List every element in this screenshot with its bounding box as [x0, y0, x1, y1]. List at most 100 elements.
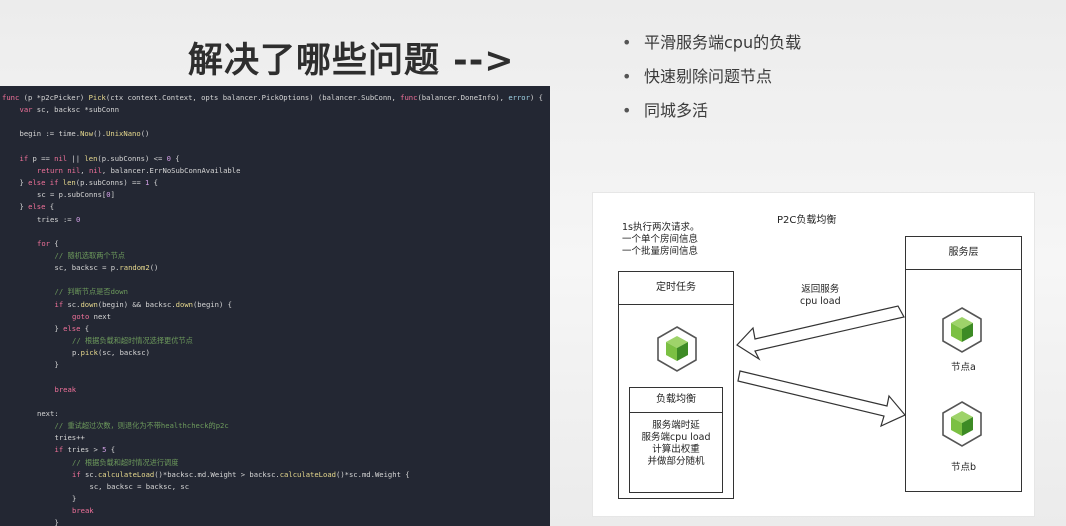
- code-token: Now: [80, 129, 94, 139]
- code-token: (ctx context.Context, opts balancer.Pick…: [105, 93, 401, 102]
- code-token: {: [149, 178, 158, 188]
- code-token: begin := time.: [19, 129, 81, 139]
- code-token: nil: [67, 165, 81, 175]
- code-line: if tries > 5 {: [55, 445, 116, 454]
- code-token: 0: [166, 153, 171, 163]
- code-token: else: [28, 202, 46, 212]
- code-token: sc = p.subConns[: [37, 190, 107, 200]
- code-token: (begin) {: [192, 299, 232, 309]
- code-token: tries :=: [37, 214, 76, 224]
- load-balance-box: 负载均衡 服务端时延 服务端cpu load 计算出权重 并做部分随机: [629, 387, 723, 493]
- p2c-diagram: P2C负载均衡 1s执行两次请求。 一个单个房间信息 一个批量房间信息 定时任务…: [592, 192, 1035, 517]
- code-line: tries++: [55, 433, 85, 442]
- code-token: func: [400, 93, 418, 102]
- code-token: {: [45, 202, 55, 212]
- code-token: break: [72, 506, 94, 516]
- lb-detail-line: 服务端cpu load: [641, 432, 711, 443]
- code-line: sc = p.subConns[0]: [37, 190, 115, 199]
- bullet-dot: •: [622, 101, 632, 120]
- code-token: ) {: [529, 93, 543, 102]
- code-token: // 根据负载和超时情况选择更优节点: [72, 336, 193, 345]
- code-token: 5: [102, 445, 107, 455]
- bullet-text: 平滑服务端cpu的负载: [644, 33, 802, 52]
- load-balance-label: 负载均衡: [630, 388, 722, 413]
- lb-detail-line: 并做部分随机: [647, 456, 705, 467]
- diagram-title: P2C负载均衡: [777, 215, 837, 226]
- code-line: // 根据负载和超时情况进行调度: [72, 458, 178, 467]
- request-note-line: 一个批量房间信息: [622, 246, 699, 257]
- cube-icon: [657, 326, 697, 372]
- code-token: sc.: [63, 299, 81, 309]
- code-line: goto next: [72, 312, 111, 321]
- code-line: begin := time.Now().UnixNano(): [20, 129, 150, 138]
- arrows: [736, 305, 906, 428]
- code-token: len: [62, 178, 76, 188]
- code-line: // 判断节点是否down: [55, 287, 128, 296]
- code-line: // 随机选取两个节点: [55, 251, 125, 260]
- code-token: calculateLoad: [97, 469, 155, 479]
- timer-task-label: 定时任务: [619, 272, 733, 305]
- bullet-item: •同城多活: [622, 98, 801, 132]
- code-token: // 重试超过次数，则退化为不带healthcheck的p2c: [54, 421, 229, 431]
- code-token: Pick: [88, 93, 106, 102]
- code-token: p.: [72, 348, 81, 358]
- code-token: ()*backsc.md.Weight > backsc.: [154, 469, 280, 479]
- code-token: 1: [145, 178, 150, 188]
- code-token: 0: [106, 190, 111, 200]
- code-token: // 随机选取两个节点: [54, 250, 125, 260]
- return-cpu-label: 返回服务 cpu load: [800, 284, 841, 308]
- code-token: ()*sc.md.Weight {: [336, 469, 410, 479]
- code-token: next:: [37, 408, 59, 418]
- code-token: if: [54, 299, 64, 309]
- code-line: // 重试超过次数，则退化为不带healthcheck的p2c: [55, 421, 229, 430]
- code-token: }: [72, 493, 77, 503]
- code-token: }: [54, 518, 59, 526]
- code-token: else: [63, 323, 81, 333]
- lb-detail-line: 计算出权重: [652, 444, 700, 455]
- code-line: for {: [37, 239, 59, 248]
- bullet-text: 快速剔除问题节点: [644, 67, 773, 86]
- service-layer-box: 服务层 节点a 节点b: [905, 236, 1022, 492]
- code-token: len: [84, 153, 98, 163]
- code-token: {: [106, 445, 116, 455]
- code-token: nil: [54, 153, 68, 163]
- bullet-dot: •: [622, 33, 632, 52]
- code-token: }: [54, 360, 59, 370]
- code-line: }: [55, 360, 59, 369]
- timer-task-box: 定时任务 负载均衡 服务端时延 服务端cpu load 计算出权重 并做部分随机: [618, 271, 734, 499]
- cube-icon: [942, 307, 982, 353]
- code-line: break: [72, 506, 94, 515]
- code-token: }: [54, 323, 64, 333]
- code-line: tries := 0: [37, 215, 80, 224]
- code-line: sc, backsc = backsc, sc: [90, 482, 190, 491]
- code-token: sc, backsc = p.: [54, 263, 120, 273]
- code-line: } else {: [55, 324, 90, 333]
- code-token: ||: [67, 153, 85, 163]
- code-token: if: [19, 153, 29, 163]
- code-line: } else {: [20, 202, 55, 211]
- bullet-list: • 平滑服务端cpu的负载 • 快速剔除问题节点 •同城多活: [622, 30, 801, 132]
- code-token: if: [72, 469, 81, 479]
- code-token: tries >: [63, 445, 103, 455]
- request-note: 1s执行两次请求。 一个单个房间信息 一个批量房间信息: [622, 222, 700, 258]
- code-token: ().: [93, 129, 107, 139]
- arrow-return: [736, 305, 905, 361]
- code-line: if p == nil || len(p.subConns) <= 0 {: [20, 154, 180, 163]
- code-token: UnixNano: [106, 129, 141, 139]
- arrow-request: [737, 370, 906, 428]
- code-token: // 根据负载和超时情况进行调度: [72, 457, 179, 467]
- code-line: } else if len(p.subConns) == 1 {: [20, 178, 159, 187]
- code-token: (sc, backsc): [97, 348, 150, 358]
- request-note-line: 一个单个房间信息: [622, 234, 699, 245]
- code-token: else if: [28, 178, 59, 188]
- code-line: var sc, backsc *subConn: [20, 105, 120, 114]
- code-token: (p.subConns) ==: [75, 178, 146, 188]
- code-token: next: [89, 311, 111, 321]
- code-line: return nil, nil, balancer.ErrNoSubConnAv…: [37, 166, 240, 175]
- bullet-dot: •: [622, 67, 632, 86]
- code-token: random2: [119, 263, 150, 273]
- code-line: if sc.calculateLoad()*backsc.md.Weight >…: [72, 470, 410, 479]
- code-token: {: [80, 323, 90, 333]
- code-token: (begin) && backsc.: [97, 299, 176, 309]
- bullet-item: • 平滑服务端cpu的负载: [622, 30, 801, 64]
